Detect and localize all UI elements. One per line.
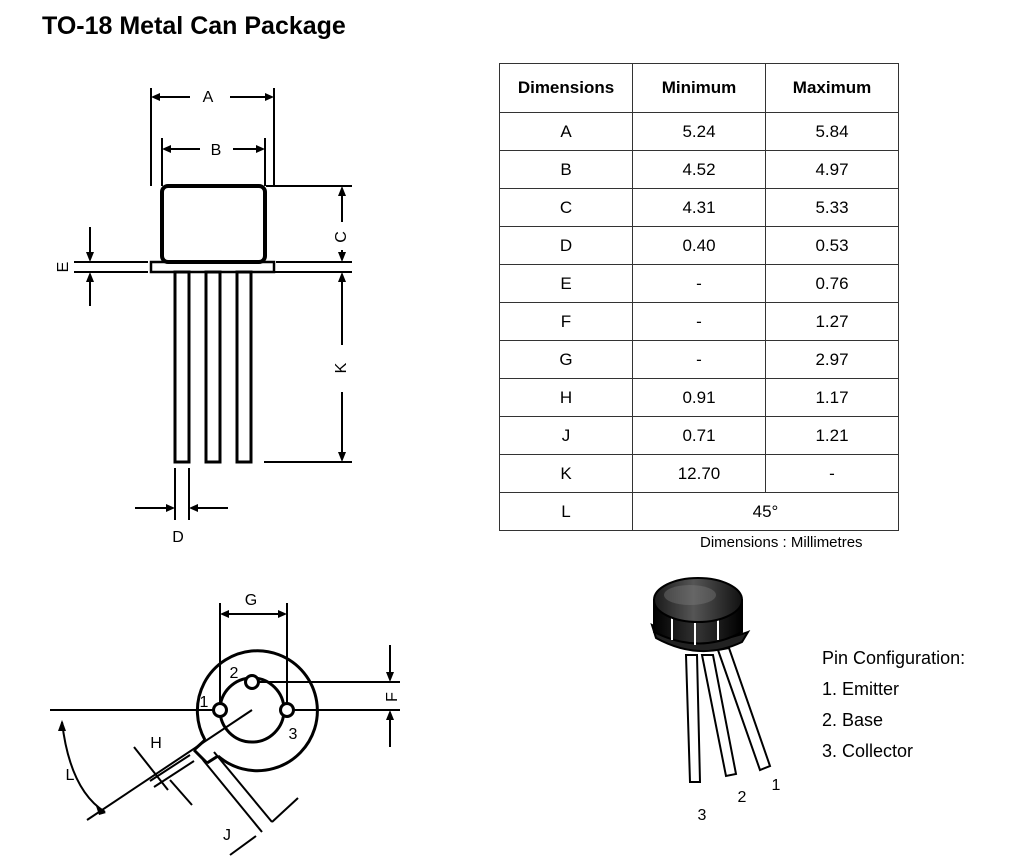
cell-minimum: 4.52 — [632, 150, 766, 189]
cell-angle-value: 45° — [632, 492, 899, 531]
cell-dimension: G — [499, 340, 633, 379]
pin-config-item: 1. Emitter — [822, 679, 900, 699]
cell-dimension: J — [499, 416, 633, 455]
cell-maximum: 1.27 — [765, 302, 899, 341]
photo-label-pin3: 3 — [698, 807, 707, 824]
table-row: H 0.91 1.17 — [499, 378, 899, 417]
page-title: TO-18 Metal Can Package — [42, 12, 346, 40]
cell-dimension: F — [499, 302, 633, 341]
cell-minimum: 0.40 — [632, 226, 766, 265]
table-row: J 0.71 1.21 — [499, 416, 899, 455]
cell-dimension: L — [499, 492, 633, 531]
label-f: F — [384, 692, 401, 702]
cell-maximum: 5.33 — [765, 188, 899, 227]
header-minimum: Minimum — [632, 63, 766, 113]
cell-dimension: H — [499, 378, 633, 417]
label-d: D — [172, 529, 184, 546]
cell-dimension: A — [499, 112, 633, 151]
cell-minimum: 5.24 — [632, 112, 766, 151]
cell-minimum: 0.71 — [632, 416, 766, 455]
table-row: C 4.31 5.33 — [499, 188, 899, 227]
table-row: D 0.40 0.53 — [499, 226, 899, 265]
cell-dimension: D — [499, 226, 633, 265]
pin-configuration: Pin Configuration: 1. Emitter 2. Base 3.… — [822, 643, 965, 767]
side-view-drawing: A B C K E D — [55, 88, 352, 546]
cell-minimum: 0.91 — [632, 378, 766, 417]
cell-minimum: 12.70 — [632, 454, 766, 493]
cell-minimum: - — [632, 340, 766, 379]
table-header-row: Dimensions Minimum Maximum — [499, 63, 899, 113]
cell-maximum: 1.21 — [765, 416, 899, 455]
transistor-illustration: 3 2 1 — [650, 577, 781, 824]
label-g: G — [245, 592, 257, 609]
cell-maximum: 4.97 — [765, 150, 899, 189]
photo-label-pin1: 1 — [772, 777, 781, 794]
table-row: B 4.52 4.97 — [499, 150, 899, 189]
table-row: L 45° — [499, 492, 899, 531]
cell-dimension: E — [499, 264, 633, 303]
label-h: H — [150, 735, 162, 752]
label-pin2: 2 — [230, 665, 239, 682]
label-e: E — [55, 262, 72, 273]
cell-dimension: C — [499, 188, 633, 227]
photo-label-pin2: 2 — [738, 789, 747, 806]
cell-minimum: 4.31 — [632, 188, 766, 227]
cell-dimension: K — [499, 454, 633, 493]
pin-config-item: 3. Collector — [822, 741, 914, 761]
pin-config-item: 2. Base — [822, 710, 884, 730]
label-a: A — [203, 89, 214, 106]
cell-minimum: - — [632, 264, 766, 303]
cell-dimension: B — [499, 150, 633, 189]
label-j: J — [223, 827, 231, 844]
table-row: A 5.24 5.84 — [499, 112, 899, 151]
label-pin3: 3 — [289, 726, 298, 743]
table-row: E - 0.76 — [499, 264, 899, 303]
cell-maximum: - — [765, 454, 899, 493]
label-b: B — [211, 142, 222, 159]
units-note: Dimensions : Millimetres — [700, 534, 863, 551]
table-row: G - 2.97 — [499, 340, 899, 379]
cell-minimum: - — [632, 302, 766, 341]
label-pin1: 1 — [200, 694, 209, 711]
label-k: K — [333, 362, 350, 373]
table-row: K 12.70 - — [499, 454, 899, 493]
dimensions-table: Dimensions Minimum Maximum A 5.24 5.84 B… — [499, 63, 899, 531]
cell-maximum: 2.97 — [765, 340, 899, 379]
label-c: C — [333, 231, 350, 243]
label-l: L — [66, 767, 75, 784]
header-maximum: Maximum — [765, 63, 899, 113]
header-dimensions: Dimensions — [499, 63, 633, 113]
cell-maximum: 0.76 — [765, 264, 899, 303]
cell-maximum: 5.84 — [765, 112, 899, 151]
pin-config-title: Pin Configuration: — [822, 648, 966, 668]
bottom-view-drawing: G F H L J 1 2 3 — [50, 592, 401, 856]
table-row: F - 1.27 — [499, 302, 899, 341]
cell-maximum: 1.17 — [765, 378, 899, 417]
cell-maximum: 0.53 — [765, 226, 899, 265]
